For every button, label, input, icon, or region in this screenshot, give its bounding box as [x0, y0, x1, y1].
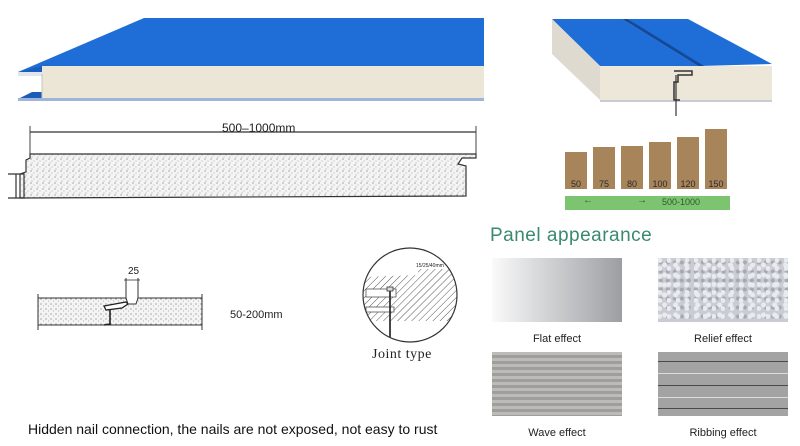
- thickness-dimension-label: 50-200mm: [230, 309, 283, 321]
- gap-dimension-label: 25: [128, 266, 140, 277]
- sandwich-panel-side-view: [14, 14, 484, 104]
- joint-type-diagram: [360, 245, 460, 345]
- joint-type-caption: Joint type: [372, 347, 432, 362]
- arrow-right-icon: →: [637, 195, 647, 206]
- ribbing-effect-label: Ribbing effect: [689, 427, 757, 439]
- joint-detail-drawing: [30, 268, 210, 338]
- wave-effect-label: Wave effect: [528, 427, 586, 439]
- bar-150: 150: [705, 129, 727, 189]
- width-dimension-label: 500–1000mm: [222, 121, 296, 135]
- flat-effect-label: Flat effect: [532, 333, 582, 345]
- width-range-bar: ← → 500-1000: [565, 195, 730, 210]
- thickness-bar-chart: 50 75 80 100 120 150 ← → 500-1000: [560, 125, 730, 210]
- bar-120: 120: [677, 137, 699, 189]
- bar-100: 100: [649, 142, 671, 189]
- wave-effect-swatch: [492, 352, 622, 416]
- panel-appearance-title: Panel appearance: [490, 225, 653, 246]
- range-label: 500-1000: [661, 197, 700, 207]
- panel-cross-section: [6, 122, 486, 202]
- arrow-left-icon: ←: [583, 195, 593, 206]
- sandwich-panel-joint-view: [552, 16, 792, 116]
- flat-effect-swatch: [492, 258, 622, 322]
- bar-50: 50: [565, 152, 587, 189]
- bar-75: 75: [593, 147, 615, 189]
- joint-inset-label: 15/25/40mm: [416, 263, 444, 269]
- relief-effect-label: Relief effect: [694, 333, 752, 345]
- hidden-nail-caption: Hidden nail connection, the nails are no…: [28, 421, 438, 437]
- ribbing-effect-swatch: [658, 352, 788, 416]
- relief-effect-swatch: [658, 258, 788, 322]
- bar-80: 80: [621, 146, 643, 189]
